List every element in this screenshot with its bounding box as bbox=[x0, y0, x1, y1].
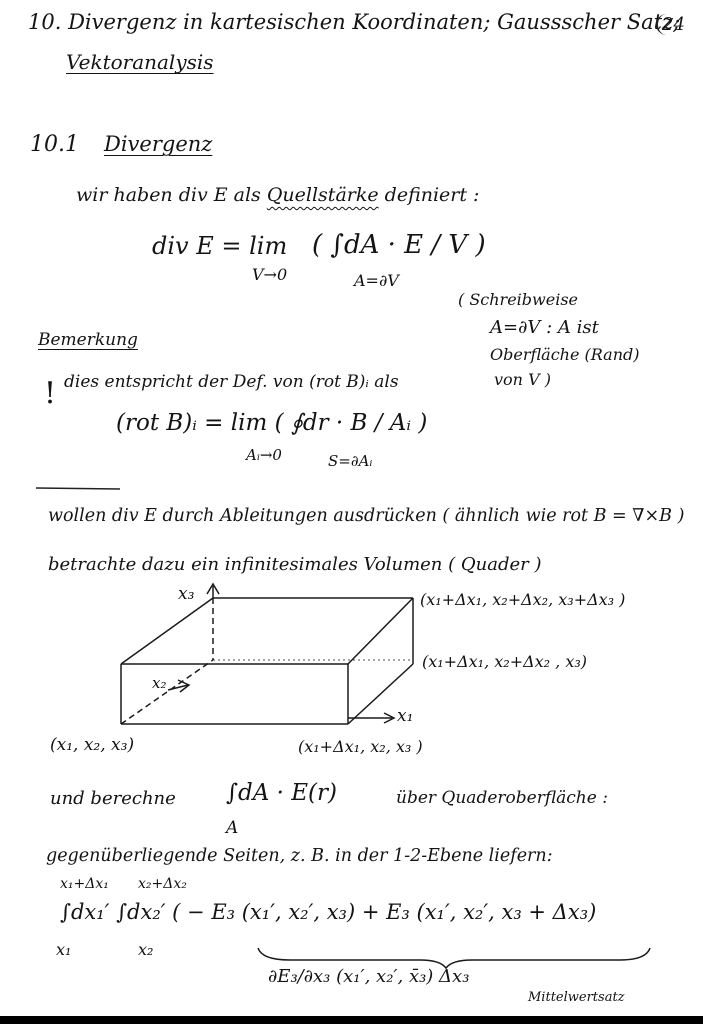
section-number: 10.1 bbox=[30, 132, 79, 157]
body-line1: wollen div E durch Ableitungen ausdrücke… bbox=[48, 506, 685, 526]
underbrace bbox=[257, 947, 651, 970]
remark-exclamation: ! bbox=[44, 376, 57, 411]
rot-definition-formula: (rot B)ᵢ = lim ( ∮dr · B / Aᵢ ) bbox=[116, 410, 428, 436]
body-line2: betrachte dazu ein infinitesimales Volum… bbox=[48, 554, 542, 575]
surface-integral-formula: ∫dA · E(r) bbox=[226, 780, 337, 806]
faces-line: gegenüberliegende Seiten, z. B. in der 1… bbox=[46, 846, 553, 866]
scan-bottom-edge bbox=[0, 1016, 703, 1024]
axis-x1-label: x₁ bbox=[397, 706, 414, 726]
chapter-title-line2: Vektoranalysis bbox=[66, 50, 214, 74]
final-formula: ∫dx₁′ ∫dx₂′ ( − E₃ (x₁′, x₂′, x₃) + E₃ (… bbox=[60, 900, 597, 924]
chapter-title-line1: 10. Divergenz in kartesischen Koordinate… bbox=[28, 10, 681, 34]
rot-definition-lim-sub: Aᵢ→0 bbox=[246, 446, 282, 464]
intro-pre: wir haben div E als bbox=[76, 184, 261, 206]
corner-x1-label: (x₁+Δx₁, x₂, x₃ ) bbox=[298, 737, 423, 756]
intro-quellstaerke: Quellstärke bbox=[266, 184, 379, 206]
corner-origin-label: (x₁, x₂, x₃) bbox=[50, 735, 135, 755]
x2-axis-arrowhead bbox=[177, 679, 191, 693]
div-definition-lhs: div E = lim bbox=[152, 232, 288, 260]
x1-axis-arrowhead bbox=[383, 712, 396, 724]
cuboid-figure bbox=[120, 582, 414, 725]
div-definition-integral: ( ∫dA · E / V ) bbox=[312, 230, 486, 260]
final-upper-limit1: x₁+Δx₁ bbox=[60, 876, 109, 892]
div-definition-lim-sub: V→0 bbox=[252, 265, 288, 284]
cuboid-edge-right-bottom bbox=[347, 663, 414, 725]
final-under-formula: ∂E₃/∂x₃ (x₁′, x₂′, x̄₃) Δx₃ bbox=[268, 966, 470, 987]
surface-integral-sub: A bbox=[226, 818, 239, 838]
section-title: Divergenz bbox=[104, 132, 213, 156]
x2-axis-line bbox=[167, 684, 189, 691]
cuboid-hidden-diagonal bbox=[120, 659, 214, 725]
axis-x2-label: x₂ bbox=[152, 674, 167, 692]
remark-line: dies entspricht der Def. von (rot B)ᵢ al… bbox=[64, 372, 399, 392]
intro-line: wir haben div E als Quellstärke definier… bbox=[76, 184, 479, 206]
x3-axis-arrowhead bbox=[206, 582, 220, 595]
final-lower-limit2: x₂ bbox=[138, 940, 154, 959]
integral-pre: und berechne bbox=[50, 788, 176, 809]
cuboid-edge-right-top bbox=[347, 597, 414, 665]
cuboid-edge-left-top bbox=[120, 597, 214, 665]
side-note-line4: von V ) bbox=[494, 370, 551, 389]
final-under-note: Mittelwertsatz bbox=[528, 990, 625, 1005]
page-number-text: 24 bbox=[662, 14, 685, 35]
corner-top-label: (x₁+Δx₁, x₂+Δx₂, x₃+Δx₃ ) bbox=[420, 590, 626, 609]
final-upper-limit2: x₂+Δx₂ bbox=[138, 876, 187, 892]
side-note-line3: Oberfläche (Rand) bbox=[490, 345, 640, 364]
side-note-line1: ( Schreibweise bbox=[458, 290, 578, 309]
page-number: 24 bbox=[656, 14, 685, 35]
separator-line bbox=[35, 487, 121, 490]
side-note-line2: A=∂V : A ist bbox=[490, 317, 599, 338]
axis-x3-label: x₃ bbox=[178, 584, 195, 604]
final-lower-limit1: x₁ bbox=[56, 940, 72, 959]
intro-post: definiert : bbox=[384, 184, 480, 206]
rot-definition-int-sub: S=∂Aᵢ bbox=[328, 452, 373, 470]
div-definition-int-sub: A=∂V bbox=[354, 271, 399, 290]
integral-post: über Quaderoberfläche : bbox=[396, 788, 608, 808]
corner-x1x2-label: (x₁+Δx₁, x₂+Δx₂ , x₃) bbox=[422, 652, 588, 671]
remark-label: Bemerkung bbox=[38, 330, 138, 350]
